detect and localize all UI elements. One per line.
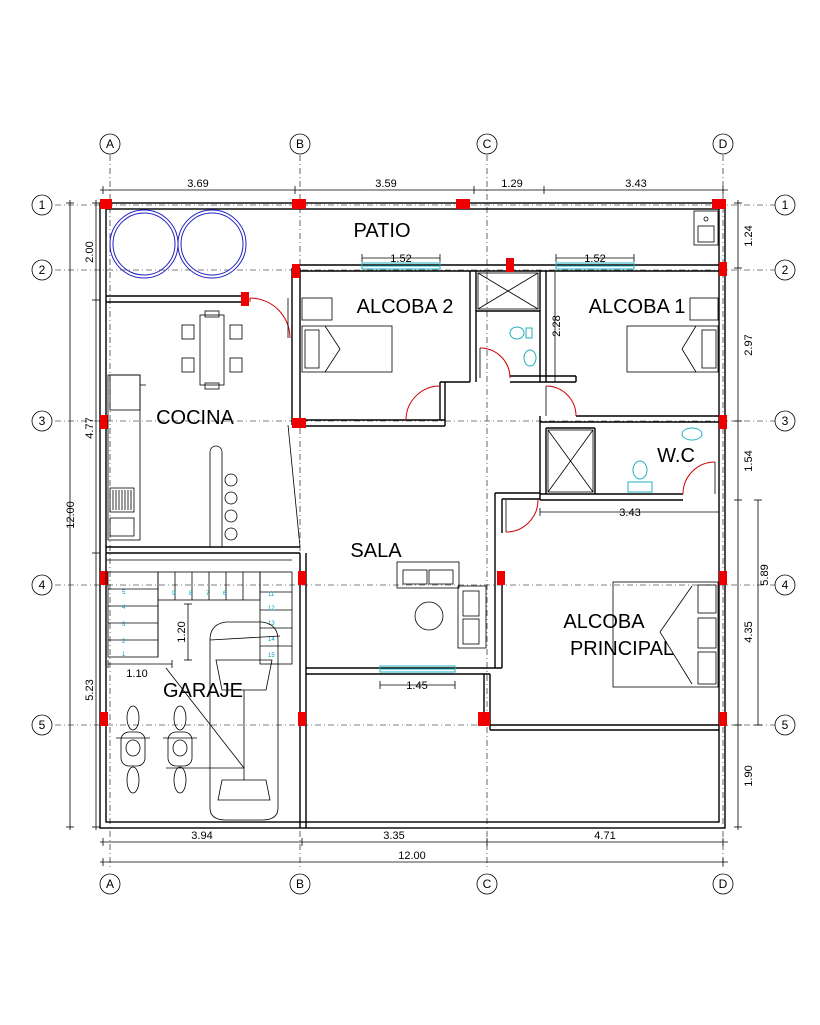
dimension-left: 12.00 2.00 4.77 5.23	[65, 200, 100, 830]
step-3: 3	[122, 622, 126, 628]
axis-label-2-right: 2	[782, 263, 789, 277]
axis-label-1-left: 1	[39, 198, 46, 212]
axis-label-4-left: 4	[39, 578, 46, 592]
dim-bottom-3: 4.71	[594, 830, 615, 842]
bathroom-fixtures-icon	[477, 272, 539, 367]
step-1: 1	[122, 652, 126, 658]
alcoba2-bed-icon	[301, 297, 393, 373]
dim-wc-w: 3.43	[619, 507, 640, 519]
axis-label-5-right: 5	[782, 718, 789, 732]
motorbike-icon-2	[163, 705, 197, 794]
step-13: 13	[268, 621, 275, 627]
dining-table-icon	[181, 310, 243, 390]
axis-label-d-top: D	[719, 137, 728, 151]
axis-label-2-left: 2	[39, 263, 46, 277]
room-label-cocina: COCINA	[156, 407, 234, 429]
water-tanks	[109, 209, 247, 279]
step-8: 8	[189, 591, 193, 597]
step-9: 9	[172, 591, 176, 597]
dim-bottom-2: 3.35	[383, 830, 404, 842]
doors	[249, 297, 716, 533]
dim-win-sala: 1.45	[406, 680, 427, 692]
step-4: 4	[122, 605, 126, 611]
dim-right-1: 1.24	[743, 225, 755, 246]
stair-step-numbers: 5 4 3 2 1 9 8 7 6 11 12 13 14 15	[122, 590, 275, 659]
step-11: 11	[268, 592, 275, 598]
axis-bubbles-bottom: A B C D	[99, 873, 734, 895]
step-2: 2	[122, 639, 126, 645]
windows	[361, 262, 635, 673]
dim-win-alcoba1: 1.52	[584, 253, 605, 265]
motorbike-icon-1	[116, 705, 150, 794]
axis-label-3-right: 3	[782, 414, 789, 428]
laundry-sink-icon	[693, 210, 719, 246]
alcoba1-bed-icon	[626, 297, 719, 373]
dim-left-3: 5.23	[84, 679, 96, 700]
step-15: 15	[268, 653, 275, 659]
kitchen-counter	[107, 374, 146, 541]
room-label-alcoba-principal-1: ALCOBA	[563, 611, 645, 633]
axis-label-b-bottom: B	[296, 877, 304, 891]
staircase	[105, 559, 293, 668]
dim-left-1: 2.00	[84, 241, 96, 262]
dim-top-1: 3.69	[187, 178, 208, 190]
sofa-icon	[396, 561, 487, 649]
step-6: 6	[223, 591, 227, 597]
axis-label-c-bottom: C	[483, 877, 492, 891]
room-label-patio: PATIO	[353, 220, 410, 242]
step-14: 14	[268, 637, 275, 643]
room-labels: PATIO ALCOBA 2 ALCOBA 1 COCINA W.C SALA …	[156, 220, 695, 702]
room-label-sala: SALA	[350, 540, 402, 562]
room-label-garaje: GARAJE	[163, 680, 243, 702]
interior-dimensions: 1.52 1.52 2.28 3.43 1.45	[361, 253, 720, 692]
room-label-wc: W.C	[657, 445, 695, 467]
axis-label-a-bottom: A	[106, 877, 114, 891]
room-label-alcoba2: ALCOBA 2	[357, 296, 454, 318]
dim-win-alcoba2: 1.52	[390, 253, 411, 265]
axis-label-a-top: A	[106, 137, 114, 151]
step-7: 7	[206, 591, 210, 597]
axis-bubbles-top: A B C D	[99, 133, 734, 155]
dim-left-2: 4.77	[84, 417, 96, 438]
dim-top-2: 3.59	[375, 178, 396, 190]
grid-lines	[55, 155, 775, 870]
axis-label-3-left: 3	[39, 414, 46, 428]
axis-bubbles-right: 1 2 3 4 5	[774, 194, 796, 736]
dim-top-3: 1.29	[501, 178, 522, 190]
dim-right-4: 5.89	[759, 564, 771, 585]
step-12: 12	[268, 606, 275, 612]
dim-bath-h: 2.28	[551, 315, 563, 336]
dim-stair-w: 1.10	[126, 668, 147, 680]
dim-left-total: 12.00	[65, 501, 77, 529]
dim-right-3: 1.54	[743, 450, 755, 471]
structural-columns	[100, 199, 727, 726]
dim-bottom-total: 12.00	[398, 850, 426, 862]
dimension-bottom: 3.94 3.35 4.71 12.00	[100, 830, 728, 866]
axis-label-d-bottom: D	[719, 877, 728, 891]
interior-walls	[106, 264, 725, 828]
stair-dimensions: 1.20 1.10	[107, 603, 192, 680]
dim-right-5: 4.35	[743, 621, 755, 642]
axis-label-c-top: C	[483, 137, 492, 151]
dimension-right: 1.24 2.97 1.54 5.89 4.35 1.90	[734, 200, 771, 830]
principal-bed-icon	[612, 581, 719, 688]
dim-right-6: 1.90	[743, 765, 755, 786]
dim-top-4: 3.43	[625, 178, 646, 190]
dim-bottom-1: 3.94	[191, 830, 212, 842]
room-label-alcoba1: ALCOBA 1	[589, 296, 686, 318]
axis-label-b-top: B	[296, 137, 304, 151]
step-5: 5	[122, 590, 126, 596]
room-label-alcoba-principal-2: PRINCIPAL	[570, 638, 674, 660]
car-icon	[165, 621, 281, 821]
wc-fixtures-icon	[547, 427, 703, 493]
dim-right-2: 2.97	[743, 334, 755, 355]
dimension-top: 3.69 3.59 1.29 3.43	[100, 178, 728, 194]
axis-label-1-right: 1	[782, 198, 789, 212]
axis-label-5-left: 5	[39, 718, 46, 732]
axis-label-4-right: 4	[782, 578, 789, 592]
kitchen-island	[209, 445, 238, 547]
axis-bubbles-left: 1 2 3 4 5	[31, 194, 53, 736]
dim-stair-h: 1.20	[176, 621, 188, 642]
